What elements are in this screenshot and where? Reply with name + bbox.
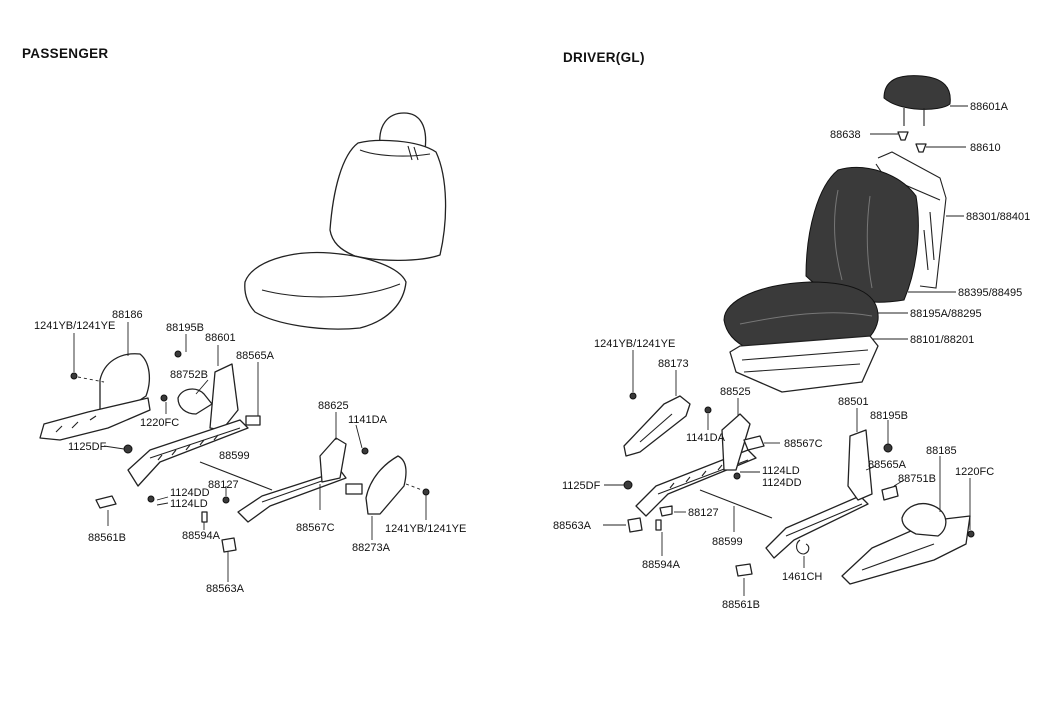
- label-p-88127: 88127: [208, 479, 239, 491]
- label-d-88638: 88638: [830, 129, 861, 141]
- label-d-1124dd: 1124DD: [762, 477, 802, 489]
- label-d-88610: 88610: [970, 142, 1001, 154]
- label-p-88565a: 88565A: [236, 350, 275, 362]
- clip-88565a: [245, 415, 261, 426]
- label-d-1141da: 1141DA: [686, 432, 726, 444]
- label-p-88195b: 88195B: [166, 322, 204, 334]
- label-p-1124ld: 1124LD: [170, 498, 208, 510]
- label-d-88395: 88395/88495: [958, 287, 1022, 299]
- label-p-1220fc: 1220FC: [140, 417, 179, 429]
- label-p-88625: 88625: [318, 400, 349, 412]
- label-d-88101: 88101/88201: [910, 334, 974, 346]
- label-d-1220fc: 1220FC: [955, 466, 994, 478]
- label-d-88127: 88127: [688, 507, 719, 519]
- label-p-1141da: 1141DA: [348, 414, 388, 426]
- label-p-88594a: 88594A: [182, 530, 221, 542]
- passenger-heading: PASSENGER: [22, 46, 108, 61]
- label-p-88563a: 88563A: [206, 583, 245, 595]
- label-d-1124ld: 1124LD: [762, 465, 800, 477]
- label-d-1241yb: 1241YB/1241YE: [594, 338, 675, 350]
- passenger-seat-outline: [244, 112, 447, 330]
- label-d-88565a: 88565A: [868, 459, 907, 471]
- label-d-88501: 88501: [838, 396, 869, 408]
- label-d-88601a: 88601A: [970, 101, 1009, 113]
- label-d-1125df: 1125DF: [562, 480, 601, 492]
- label-p-88561b: 88561B: [88, 532, 126, 544]
- label-d-88173: 88173: [658, 358, 689, 370]
- label-p-88567c: 88567C: [296, 522, 335, 534]
- label-p-88599: 88599: [219, 450, 250, 462]
- driver-leaders: [603, 105, 971, 596]
- label-d-88751b: 88751B: [898, 473, 936, 485]
- label-d-88599: 88599: [712, 536, 743, 548]
- passenger-mechanism: [39, 350, 430, 553]
- driver-heading: DRIVER(GL): [563, 50, 645, 65]
- passenger-leaders: [73, 322, 427, 582]
- label-d-88301: 88301/88401: [966, 211, 1030, 223]
- label-d-88525: 88525: [720, 386, 751, 398]
- label-p-88273a: 88273A: [352, 542, 391, 554]
- label-d-88185: 88185: [926, 445, 957, 457]
- label-d-88195b: 88195B: [870, 410, 908, 422]
- label-p-1241yb-top: 1241YB/1241YE: [34, 320, 115, 332]
- driver-seat-assembly: [623, 75, 975, 585]
- label-d-88195a: 88195A/88295: [910, 308, 982, 320]
- label-d-1461ch: 1461CH: [782, 571, 822, 583]
- label-p-1241yb-bot: 1241YB/1241YE: [385, 523, 466, 535]
- driver-labels: 88601A 88638 88610 88301/88401 88395/884…: [553, 101, 1030, 611]
- label-d-88567c: 88567C: [784, 438, 823, 450]
- passenger-labels: 88186 1241YB/1241YE 88195B 88601 88565A …: [34, 309, 466, 595]
- label-p-1125df: 1125DF: [68, 441, 107, 453]
- label-p-88601: 88601: [205, 332, 236, 344]
- label-p-1124dd: 1124DD: [170, 487, 210, 499]
- label-d-88563a: 88563A: [553, 520, 592, 532]
- label-p-88752b: 88752B: [170, 369, 208, 381]
- label-p-88186: 88186: [112, 309, 143, 321]
- label-d-88561b: 88561B: [722, 599, 760, 611]
- label-d-88594a: 88594A: [642, 559, 681, 571]
